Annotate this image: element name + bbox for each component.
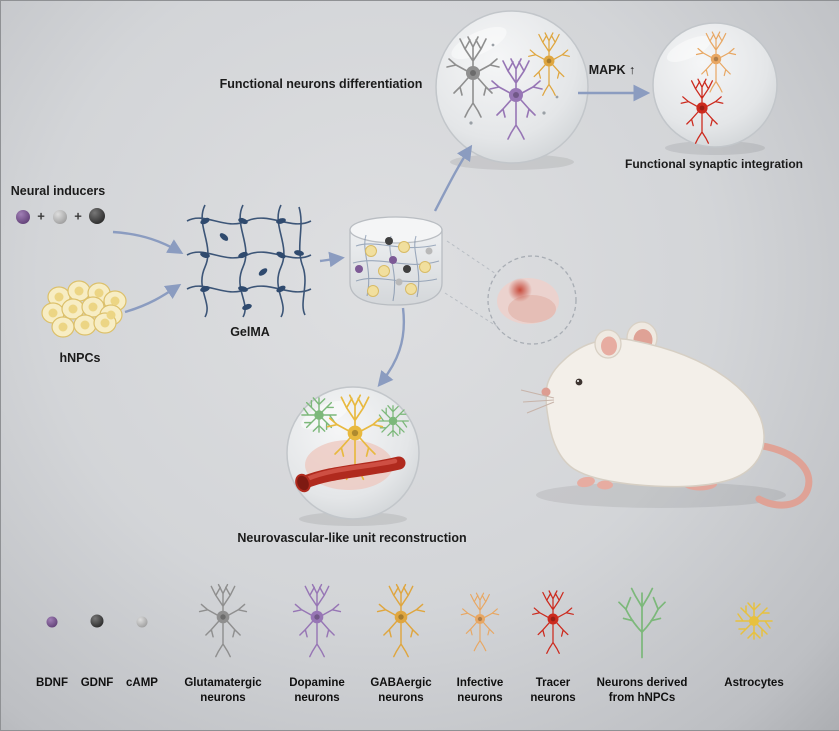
- arrow-construct-to-neurovascular: [377, 307, 405, 388]
- rat-tail: [753, 441, 813, 509]
- legend-gabaergic-icon: [376, 583, 426, 658]
- label-functional-synaptic-integration: Functional synaptic integration: [624, 157, 804, 171]
- rat-ear-front-inner: [601, 336, 617, 356]
- arrow-gelma-to-construct: [319, 251, 345, 268]
- legend-label-bdnf: BDNF: [36, 677, 68, 689]
- rat-front-paw: [577, 476, 595, 488]
- gelma-mesh: [186, 204, 312, 318]
- construct-cells: [355, 237, 433, 297]
- label-gelma: GelMA: [230, 325, 270, 339]
- label-functional-neurons-differentiation: Functional neurons differentiation: [219, 77, 423, 91]
- implant-site-spot: [508, 278, 532, 302]
- plus-sign: +: [37, 208, 45, 224]
- gdnf-dot: [89, 208, 105, 224]
- plus-sign: +: [74, 208, 82, 224]
- magnifier-cone-lines: [444, 240, 499, 328]
- legend-label-astrocytes: Astrocytes: [724, 677, 784, 689]
- label-hnpcs: hNPCs: [59, 351, 101, 365]
- legend-icons: [46, 583, 773, 659]
- legend-label-gabaergic: GABAergic neurons: [370, 677, 432, 704]
- derived-neuron-icon-left: [301, 397, 337, 433]
- label-neural-inducers: Neural inducers: [10, 184, 106, 198]
- rat-front-paw-2: [597, 480, 613, 490]
- dish-neuron-differentiation: [435, 10, 589, 164]
- camp-dot: [53, 210, 67, 224]
- derived-neuron-icon-right: [377, 405, 409, 437]
- gelma-beads: [200, 217, 304, 311]
- legend-astrocyte-icon: [735, 602, 773, 640]
- legend-label-glutamatergic: Glutamatergic neurons: [184, 677, 262, 704]
- rat-illustration: [520, 321, 813, 509]
- label-mapk: MAPK ↑: [588, 63, 636, 77]
- arrow-construct-to-differentiation: [433, 144, 473, 212]
- dish-shadows: [299, 141, 765, 526]
- legend-infective-icon: [460, 592, 500, 652]
- legend-glutamatergic-icon: [198, 583, 248, 658]
- legend-derived-icon: [618, 587, 666, 659]
- flow-arrows: [112, 144, 473, 388]
- brain-magnifier: [487, 255, 577, 345]
- legend-camp-dot: [136, 616, 148, 628]
- legend-bdnf-dot: [46, 616, 58, 628]
- arrow-hnpcs-to-gelma: [124, 283, 182, 314]
- legend-label-infective: Infective neurons: [456, 677, 504, 704]
- neural-inducer-dots: [16, 208, 105, 224]
- gelma-construct-cylinder: [349, 216, 443, 306]
- legend-label-gdnf: GDNF: [80, 677, 114, 689]
- legend-label-tracer: Tracer neurons: [530, 677, 576, 704]
- bdnf-dot: [16, 210, 30, 224]
- rat-body: [545, 338, 765, 488]
- blood-vessel: [295, 456, 406, 493]
- hnpc-cell-cluster: [41, 280, 127, 338]
- dish-synaptic-integration: [652, 22, 778, 148]
- legend-label-dopamine: Dopamine neurons: [289, 677, 345, 704]
- label-neurovascular-reconstruction: Neurovascular-like unit reconstruction: [237, 531, 467, 545]
- rat-nose: [541, 387, 551, 397]
- rat-shadow: [536, 482, 786, 508]
- legend-dopamine-icon: [292, 583, 342, 658]
- dish-neurovascular-unit: [286, 386, 420, 520]
- legend-label-derived: Neurons derived from hNPCs: [596, 677, 688, 704]
- legend-gdnf-dot: [90, 614, 104, 628]
- legend-label-camp: cAMP: [126, 677, 158, 689]
- rat-whiskers: [520, 389, 555, 414]
- arrow-inducers-to-gelma: [112, 230, 184, 254]
- legend-tracer-icon: [532, 590, 574, 654]
- rat-eye: [575, 378, 583, 386]
